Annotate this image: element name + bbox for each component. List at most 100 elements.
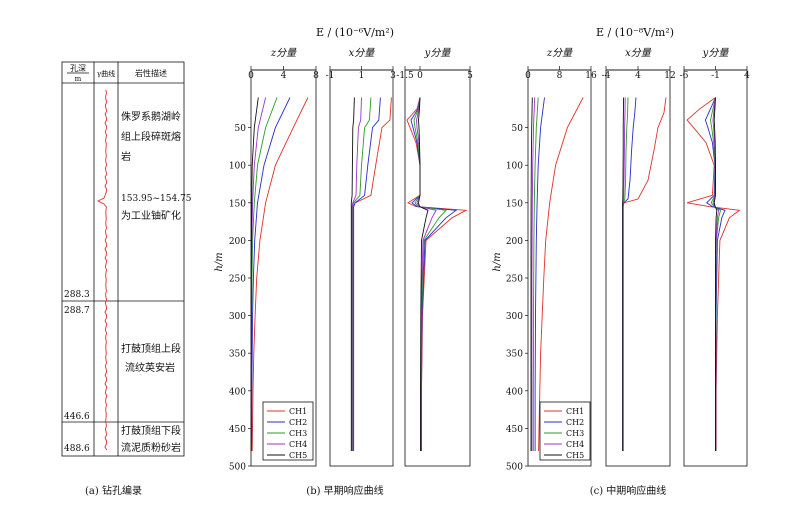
series-line-ch5: [250, 97, 259, 451]
y-tick-label: 350: [229, 350, 246, 360]
component-frame: [605, 69, 671, 467]
x-tick-label: 8: [313, 71, 319, 81]
y-tick-label: 400: [229, 387, 246, 397]
component-label: y分量: [424, 47, 452, 59]
depth-label: 288.7: [64, 306, 90, 316]
y-tick-label: 50: [512, 124, 524, 134]
series-line-ch2: [704, 97, 726, 451]
series-line-ch5: [418, 97, 429, 451]
component-label: z分量: [546, 47, 573, 59]
x-tick-label: -6: [680, 71, 689, 81]
y-tick-label: 150: [506, 199, 523, 209]
legend-label: CH5: [289, 451, 307, 460]
series-line-ch3: [622, 97, 629, 451]
y-tick-label: 150: [229, 199, 246, 209]
early-response-panel: E / (10⁻⁶V/m²)(b) 早期响应曲线h/m5010015020025…: [214, 26, 473, 497]
y-tick-label: 250: [229, 275, 246, 285]
lithology-description: 岩: [121, 150, 131, 163]
component-label: x分量: [625, 47, 652, 59]
y-tick-label: 250: [506, 275, 523, 285]
legend-label: CH3: [566, 429, 584, 438]
mineralization-note: 为工业铀矿化: [121, 209, 181, 222]
y-tick-label: 200: [506, 237, 523, 247]
y-tick-label: 500: [506, 463, 523, 473]
lithology-description: 组上段碎斑熔: [121, 130, 181, 143]
x-tick-label: -4: [602, 71, 611, 81]
series-line-ch1: [622, 97, 667, 451]
chart-title: E / (10⁻⁸V/m²): [596, 26, 674, 39]
depth-label: 288.3: [64, 290, 90, 300]
depth-label: 488.6: [64, 444, 90, 454]
y-tick-label: 300: [229, 312, 246, 322]
series-line-ch2: [622, 97, 637, 451]
x-tick-label: 5: [467, 71, 473, 81]
caption: (a) 钻孔编录: [85, 484, 142, 497]
legend-label: CH5: [566, 451, 584, 460]
component-label: x分量: [349, 47, 376, 59]
series-line-ch3: [250, 97, 278, 452]
series-line-ch5: [622, 97, 625, 451]
legend-label: CH4: [289, 440, 307, 449]
legend-label: CH3: [289, 429, 307, 438]
x-tick-label: 4: [281, 71, 287, 81]
component-label: z分量: [270, 47, 297, 59]
x-tick-label: 0: [248, 71, 254, 81]
depth-header-label: 孔深: [70, 64, 86, 73]
series-line-ch1: [353, 97, 392, 451]
component-label: y分量: [702, 47, 730, 59]
legend-label: CH1: [566, 407, 584, 416]
series-line-ch1: [406, 97, 468, 451]
series-line-ch3: [352, 97, 372, 451]
series-line-ch4: [416, 97, 437, 451]
caption: (b) 早期响应曲线: [306, 484, 383, 497]
middle-response-panel: E / (10⁻⁸V/m²)(c) 中期响应曲线h/m5010015020025…: [492, 26, 750, 497]
y-tick-label: 50: [235, 124, 247, 134]
y-tick-label: 400: [506, 387, 523, 397]
x-tick-label: -1.5: [396, 71, 414, 81]
series-line-ch4: [531, 97, 536, 451]
legend-label: CH2: [566, 418, 584, 427]
depth-header-unit: m: [75, 75, 82, 83]
legend-label: CH1: [289, 407, 307, 416]
series-line-ch1: [538, 97, 584, 452]
x-tick-label: 8: [557, 71, 563, 81]
legend-label: CH2: [289, 418, 307, 427]
y-axis-label: h/m: [214, 252, 225, 271]
lithology-description: 打鼓顶组下段: [121, 424, 181, 437]
x-tick-label: 3: [390, 71, 396, 81]
series-line-ch5: [713, 97, 718, 451]
x-tick-label: -1: [326, 71, 335, 81]
x-tick-label: -1: [711, 71, 720, 81]
series-line-ch1: [251, 97, 309, 452]
series-line-ch3: [532, 97, 539, 451]
chart-title: E / (10⁻⁶V/m²): [316, 26, 394, 39]
legend-label: CH4: [566, 440, 584, 449]
x-tick-label: 0: [417, 71, 423, 81]
series-line-ch4: [351, 97, 362, 451]
lithology-description: 流泥质粉砂岩: [121, 441, 181, 454]
y-tick-label: 100: [506, 162, 523, 172]
mineralization-note: 153.95~154.75: [121, 194, 192, 204]
log-frame: [61, 61, 185, 457]
series-line-ch5: [530, 97, 533, 451]
borehole-log: 孔深 m γ曲线 岩性描述 288.3 288.7 446.6 488.6 侏罗…: [61, 61, 192, 497]
component-frame: [329, 69, 394, 467]
y-tick-label: 100: [229, 162, 246, 172]
y-axis-label: h/m: [492, 252, 503, 271]
y-tick-label: 200: [229, 237, 246, 247]
y-tick-label: 450: [229, 425, 246, 435]
series-line-ch5: [350, 97, 355, 451]
legend-box: [539, 401, 591, 461]
y-tick-label: 450: [506, 425, 523, 435]
lithology-description: 打鼓顶组上段: [121, 342, 181, 355]
lithology-description: 流纹英安岩: [125, 361, 175, 374]
series-line-ch2: [353, 97, 381, 451]
x-tick-label: 12: [664, 71, 675, 81]
depth-label: 446.6: [64, 412, 90, 422]
series-line-ch2: [410, 97, 458, 451]
x-tick-label: 4: [744, 71, 750, 81]
lithology-description: 侏罗系鹅湖岭: [121, 110, 181, 123]
gamma-header-label: γ曲线: [97, 69, 115, 78]
y-tick-label: 350: [506, 350, 523, 360]
